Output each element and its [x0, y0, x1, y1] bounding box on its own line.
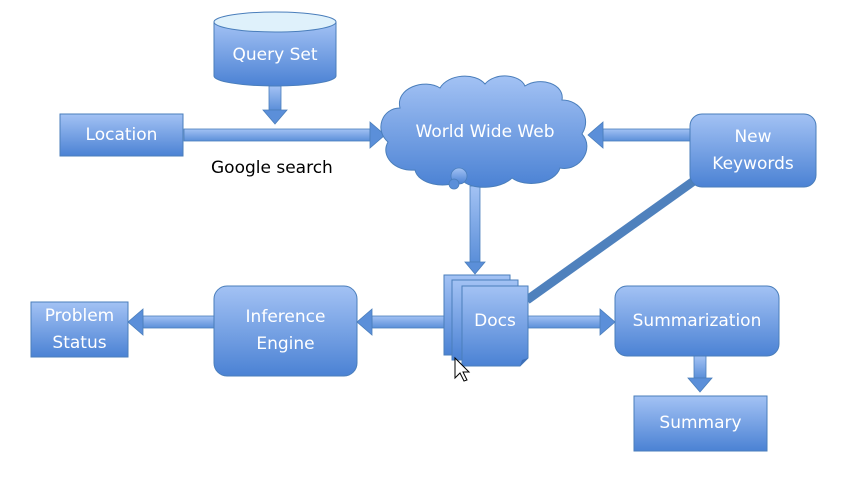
summarization-box — [614, 285, 780, 357]
arrow-keywords-to-www — [587, 121, 692, 149]
www-label: World Wide Web — [415, 121, 555, 142]
docs-multi-document-icon — [443, 274, 529, 367]
arrow-location-to-www — [183, 121, 386, 149]
connector-docs-to-keywords — [524, 174, 701, 304]
arrow-docs-to-inference — [356, 308, 445, 336]
arrow-docs-to-summarization — [523, 308, 616, 336]
world-wide-web-cloud-icon — [380, 75, 588, 190]
location-label: Location — [85, 124, 158, 145]
arrow-query-to-line — [262, 85, 288, 125]
query-set-label: Query Set — [232, 44, 318, 65]
query-set-database-icon — [213, 11, 337, 87]
arrow-inference-to-status — [127, 308, 215, 336]
arrow-summarization-to-summary — [687, 355, 713, 393]
problem-status-label: Problem Status — [44, 305, 115, 353]
inference-engine-box — [213, 285, 358, 377]
google-search-label: Google search — [211, 158, 333, 178]
arrow-www-to-docs — [464, 185, 486, 275]
docs-label: Docs — [474, 310, 516, 331]
summarization-label: Summarization — [632, 310, 762, 331]
mouse-cursor-icon — [454, 356, 471, 382]
inference-engine-label: Inference Engine — [245, 307, 326, 354]
location-box — [59, 113, 184, 157]
summary-box — [633, 395, 768, 452]
new-keywords-label: New Keywords — [712, 127, 794, 174]
problem-status-box — [30, 301, 129, 358]
new-keywords-box — [689, 113, 817, 188]
summary-label: Summary — [659, 413, 742, 433]
